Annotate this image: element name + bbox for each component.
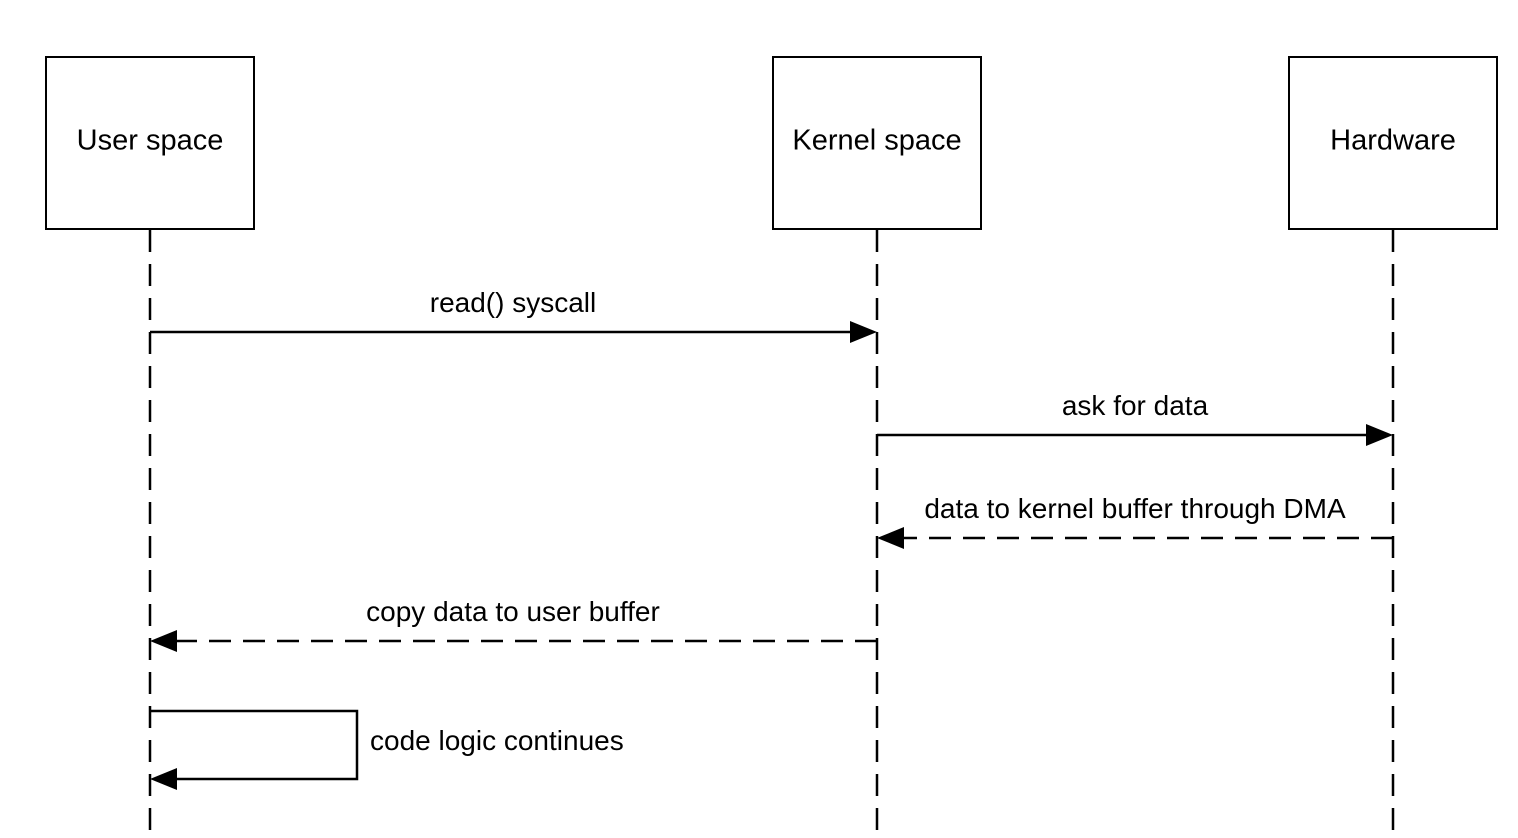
message-label: copy data to user buffer [366, 596, 660, 627]
message-copy-data-to-user-buffer: copy data to user buffer [150, 596, 877, 652]
arrowhead-right-icon [1366, 424, 1393, 446]
participant-label: Kernel space [792, 125, 961, 157]
participant-hardware: Hardware [1288, 56, 1498, 230]
participant-user-space: User space [45, 56, 255, 230]
arrowhead-right-icon [850, 321, 877, 343]
participant-label: User space [77, 125, 224, 157]
arrowhead-left-icon [150, 768, 177, 790]
participant-box [1288, 56, 1498, 230]
message-ask-for-data: ask for data [877, 390, 1393, 446]
message-label: data to kernel buffer through DMA [924, 493, 1346, 524]
message-label: read() syscall [430, 287, 596, 318]
message-code-logic-continues: code logic continues [150, 709, 624, 790]
arrowhead-left-icon [150, 630, 177, 652]
participant-kernel-space: Kernel space [772, 56, 982, 230]
message-label: ask for data [1062, 390, 1209, 421]
participant-box [772, 56, 982, 230]
arrowhead-left-icon [877, 527, 904, 549]
self-message-loop [150, 709, 359, 781]
message-read-syscall: read() syscall [150, 287, 877, 343]
participant-box [45, 56, 255, 230]
participant-label: Hardware [1330, 125, 1456, 157]
message-data-to-kernel-buffer: data to kernel buffer through DMA [877, 493, 1393, 549]
message-label: code logic continues [370, 725, 624, 756]
